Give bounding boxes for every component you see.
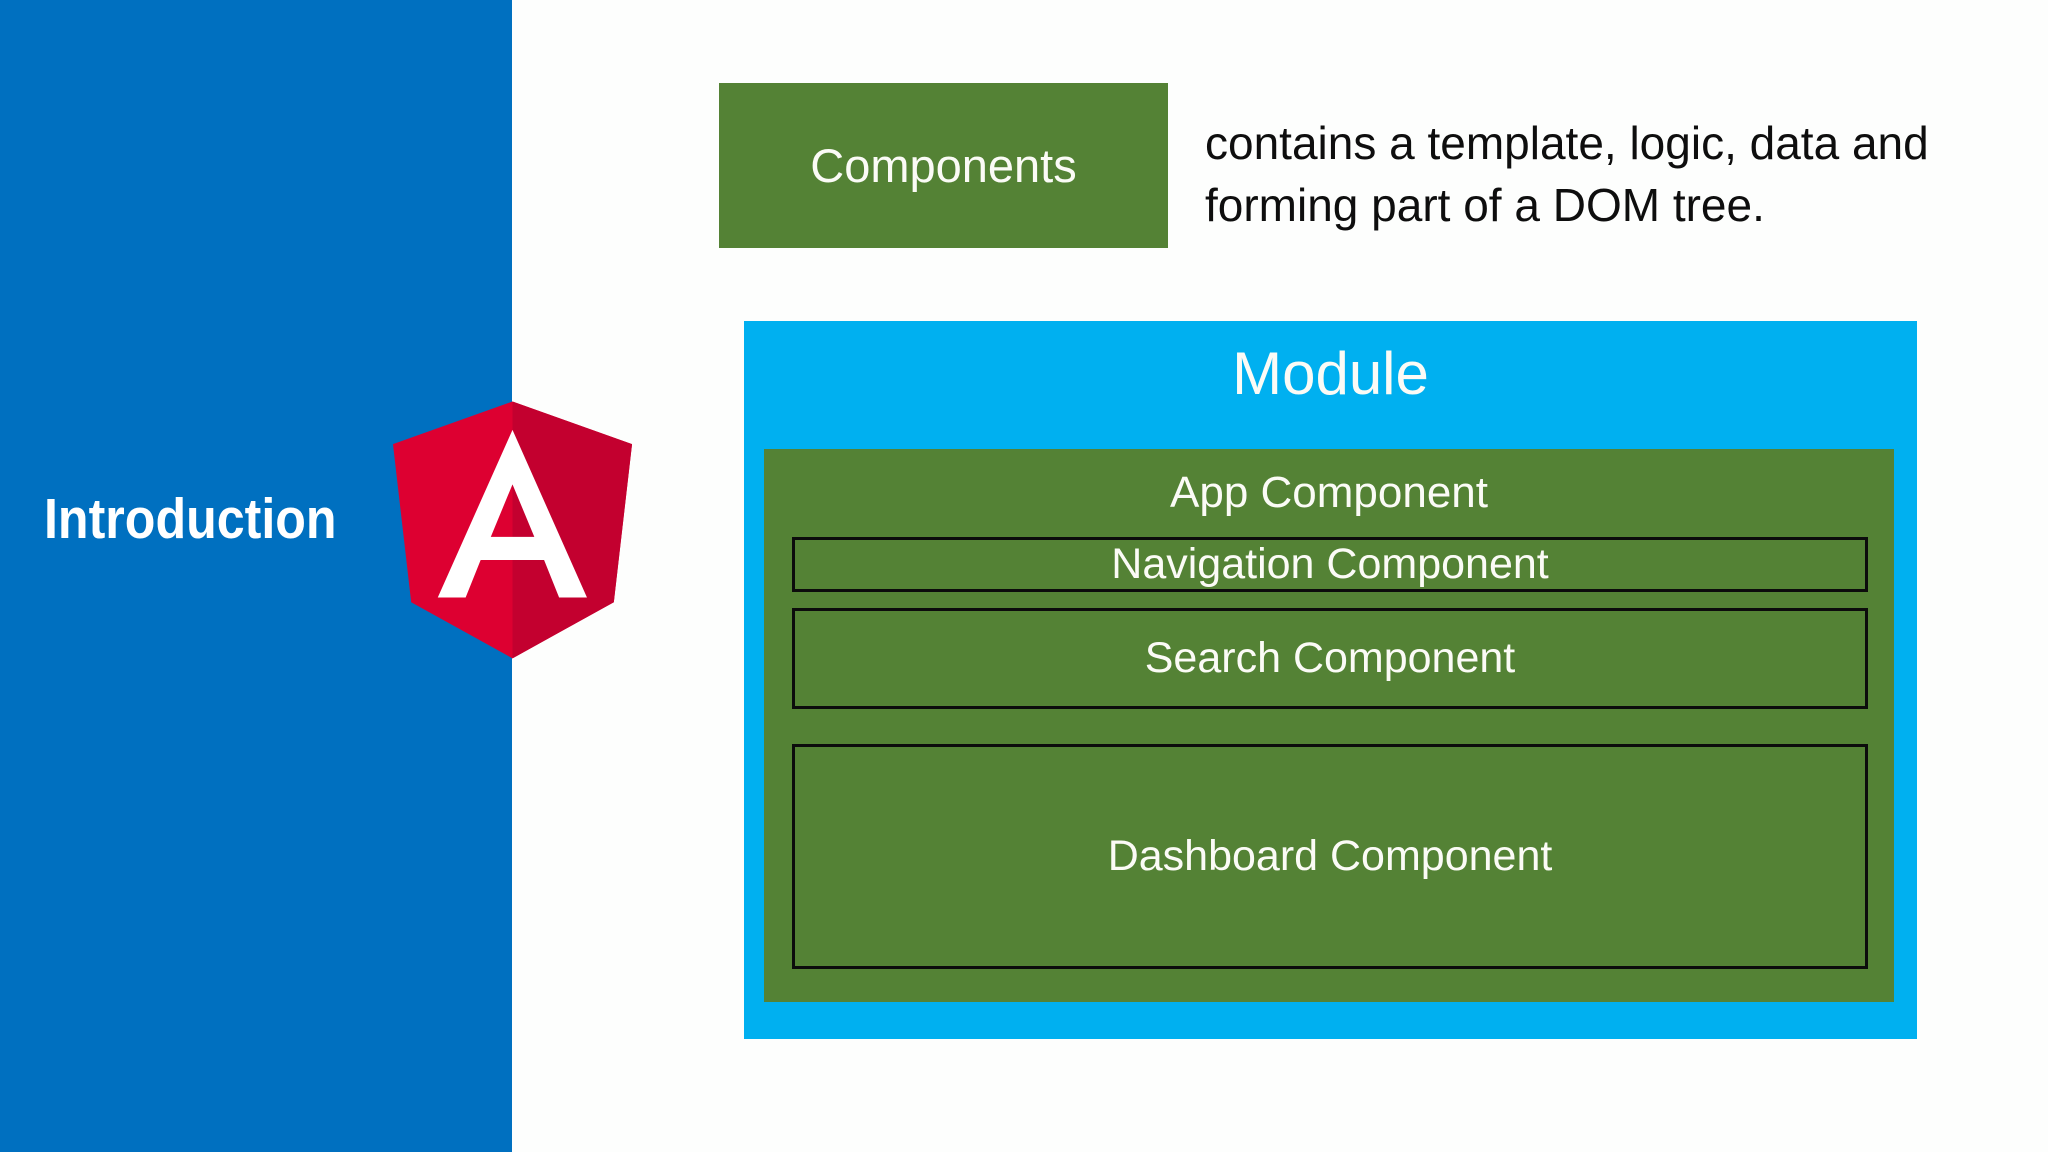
- components-label: Components: [810, 139, 1077, 192]
- components-box: Components: [719, 83, 1168, 248]
- description-line-2: forming part of a DOM tree.: [1205, 179, 1765, 231]
- navigation-component-box: Navigation Component: [792, 537, 1868, 592]
- dashboard-component-label: Dashboard Component: [1107, 832, 1553, 880]
- app-component-label: App Component: [1170, 468, 1488, 517]
- slide-title: Introduction: [44, 487, 337, 551]
- module-title: Module: [1232, 339, 1429, 407]
- app-component-box: App Component Navigation Component Searc…: [764, 449, 1894, 1002]
- module-box: Module App Component Navigation Componen…: [744, 321, 1917, 1039]
- search-component-box: Search Component: [792, 608, 1868, 709]
- navigation-component-label: Navigation Component: [1111, 540, 1549, 588]
- angular-logo-icon: [392, 401, 633, 659]
- dashboard-component-box: Dashboard Component: [792, 744, 1868, 969]
- search-component-label: Search Component: [1144, 634, 1516, 682]
- components-description: contains a template, logic, data and for…: [1205, 112, 2005, 236]
- description-line-1: contains a template, logic, data and: [1205, 117, 1929, 169]
